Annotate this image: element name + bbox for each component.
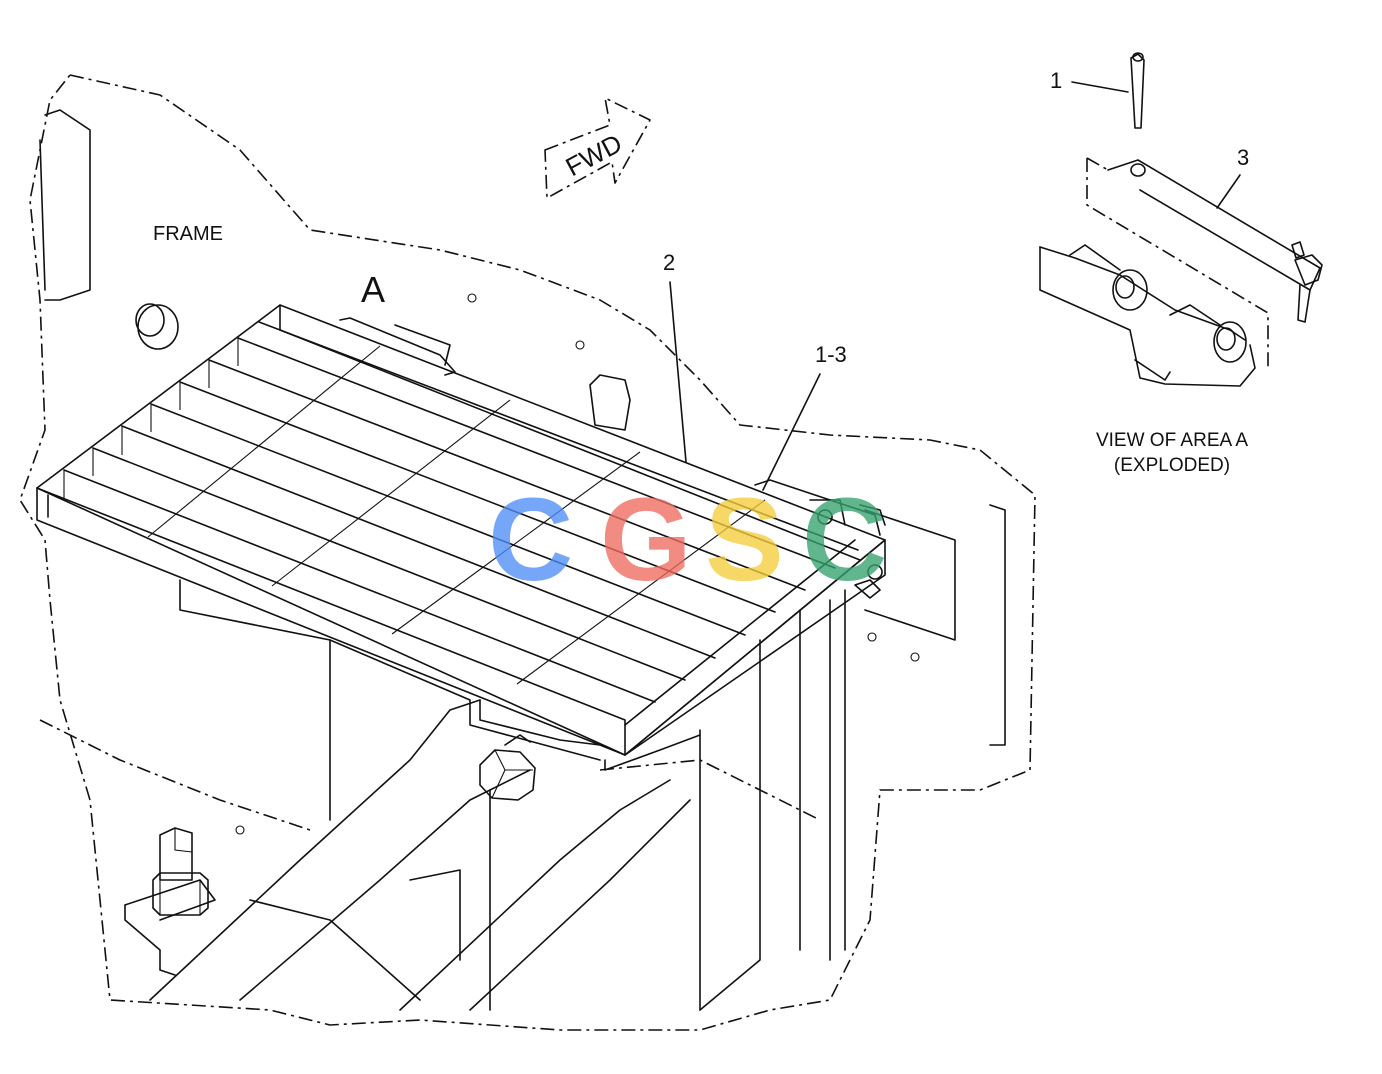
callout-2: 2 [663, 250, 687, 463]
callout-3-number: 3 [1237, 145, 1249, 170]
area-a-label: A [361, 269, 385, 310]
step-grating [36, 304, 886, 756]
callout-1-3: 1-3 [762, 342, 847, 491]
watermark-letter-c2: C [802, 474, 887, 606]
frame-outline [19, 74, 1036, 1031]
watermark-letter-c1: C [488, 474, 573, 606]
cgsc-watermark: C G S C [488, 474, 887, 606]
callout-2-number: 2 [663, 250, 675, 275]
callout-1-3-number: 1-3 [815, 342, 847, 367]
exploded-view-area-a: 1 3 VIEW OF AREA A (EXPLODED) [1039, 52, 1323, 476]
watermark-letter-s: S [705, 474, 784, 606]
hex-bolt-center [479, 734, 536, 801]
callout-1-number: 1 [1050, 68, 1062, 93]
view-caption-line1: VIEW OF AREA A [1096, 430, 1248, 451]
fwd-label: FWD [561, 128, 627, 182]
view-caption-line2: (EXPLODED) [1114, 455, 1230, 476]
step-support-structure [124, 579, 846, 1011]
hinge-pin-assembly [754, 479, 886, 599]
forward-direction-arrow: FWD [544, 97, 651, 199]
watermark-letter-g: G [600, 474, 692, 606]
hex-bolt-left [152, 827, 209, 916]
frame-label: FRAME [153, 223, 223, 245]
